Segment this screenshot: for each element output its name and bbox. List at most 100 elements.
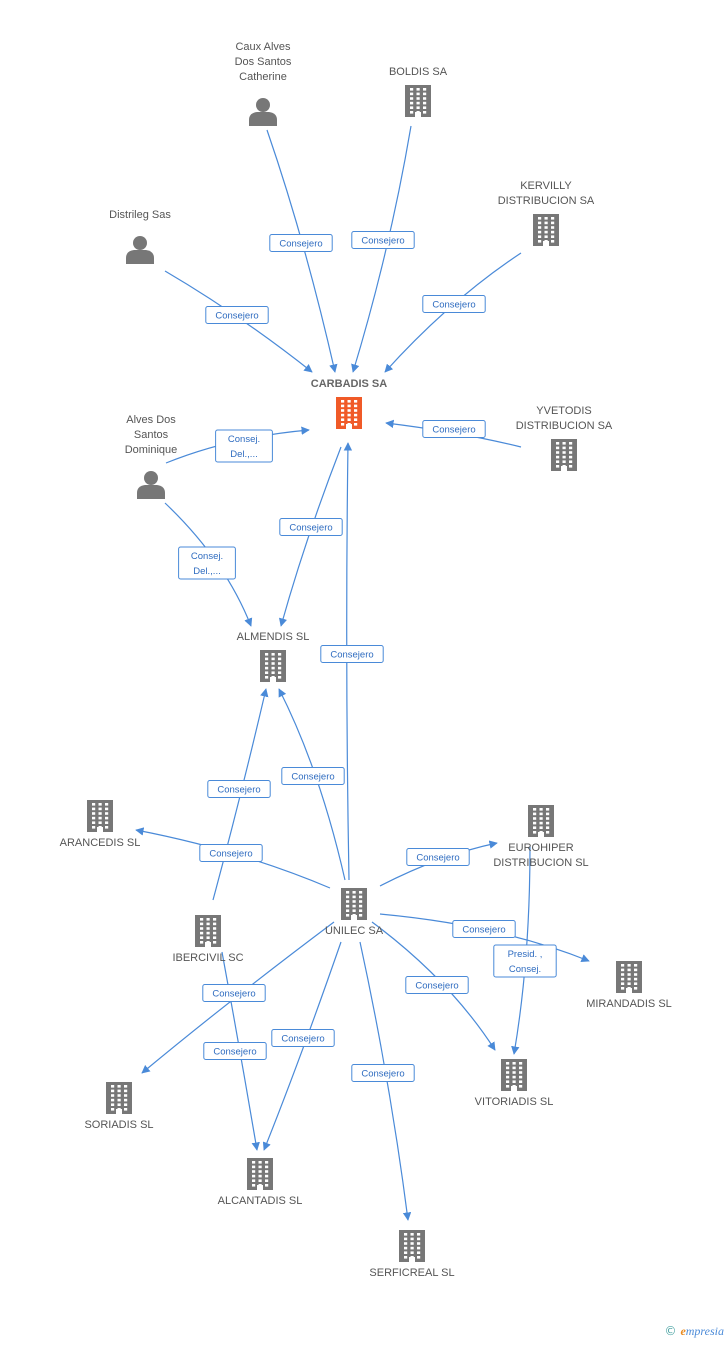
edge-label-box [203,1042,267,1060]
edge-label[interactable]: Consejero [405,976,469,994]
edge-label-box [493,944,557,978]
person-icon [137,471,165,499]
edge-label[interactable]: Consejero [422,420,486,438]
building-icon [247,1158,273,1190]
node-arancedis[interactable]: ARANCEDIS SL [60,800,141,849]
edge-label-text: Del.,... [193,566,220,577]
node-label: Santos [134,429,169,441]
node-soriadis[interactable]: SORIADIS SL [84,1082,154,1131]
node-label: DISTRIBUCION SL [493,857,588,869]
edge-label-box [269,234,333,252]
node-label: IBERCIVIL SC [172,952,243,964]
node-boldis[interactable]: BOLDIS SA [389,66,448,117]
edge-label-text: Consejero [291,772,334,783]
node-label: ALCANTADIS SL [218,1195,303,1207]
node-label: Alves Dos [126,414,176,426]
edge-label-text: Consejero [213,1047,256,1058]
node-label: Caux Alves [235,41,291,53]
edge-label-text: Consej. [191,551,223,562]
footer-brand[interactable]: ©empresia [664,1324,724,1339]
node-label: MIRANDADIS SL [586,998,672,1010]
edge-label[interactable]: Consejero [422,295,486,313]
edge-label[interactable]: Consejero [205,306,269,324]
edge-label-box [320,645,384,663]
brand-name: mpresia [685,1324,724,1338]
node-serficreal[interactable]: SERFICREAL SL [369,1230,455,1279]
edge-label-box [279,518,343,536]
building-icon [87,800,113,832]
edge-label-text: Consej. [509,964,541,975]
edge-label-box [207,780,271,798]
edge-label-box [205,306,269,324]
building-icon [260,650,286,682]
node-distrileg[interactable]: Distrileg Sas [109,209,171,264]
edge-label[interactable]: Consejero [320,645,384,663]
edge-label-box [199,844,263,862]
person-icon [249,98,277,126]
edge-label-text: Consejero [279,239,322,250]
edge-label[interactable]: Consejero [351,1064,415,1082]
main-building-icon [336,397,362,429]
edge-label-text: Consejero [212,989,255,1000]
node-almendis[interactable]: ALMENDIS SL [237,631,310,682]
edge-label-text: Del.,... [230,449,257,460]
node-vitoriadis[interactable]: VITORIADIS SL [475,1059,554,1108]
edge-label-text: Consejero [289,523,332,534]
edge-label-text: Consejero [361,1069,404,1080]
edge-label-box [406,848,470,866]
node-unilec[interactable]: UNILEC SA [325,888,384,937]
edge-label[interactable]: Consejero [203,1042,267,1060]
edge-label-text: Consejero [462,925,505,936]
edge-label-box [422,295,486,313]
edge-carbadis-almendis [278,446,342,627]
node-label: SERFICREAL SL [369,1267,454,1279]
building-icon [399,1230,425,1262]
edge-label[interactable]: Consejero [351,231,415,249]
node-label: KERVILLY [520,180,572,192]
edge-label-box [215,429,273,463]
edge-label-box [405,976,469,994]
edge-unilec-alcantadis [262,941,342,1151]
edge-label[interactable]: Consejero [202,984,266,1002]
edge-boldis-carbadis [351,125,412,373]
edge-label-box [271,1029,335,1047]
node-label: BOLDIS SA [389,66,448,78]
node-alcantadis[interactable]: ALCANTADIS SL [218,1158,303,1207]
edge-label[interactable]: Consej.Del.,... [215,429,273,463]
building-icon [551,439,577,471]
edge-label[interactable]: Consejero [207,780,271,798]
node-mirandadis[interactable]: MIRANDADIS SL [586,961,672,1010]
node-label: CARBADIS SA [311,378,387,390]
node-label: YVETODIS [536,405,591,417]
node-label: Catherine [239,71,287,83]
edge-label-text: Consejero [215,311,258,322]
building-icon [341,888,367,920]
node-label: Distrileg Sas [109,209,171,221]
edge-label[interactable]: Consejero [406,848,470,866]
edge-label[interactable]: Consejero [199,844,263,862]
edge-label[interactable]: Consejero [269,234,333,252]
edge-label[interactable]: Consejero [279,518,343,536]
edge-label-box [351,231,415,249]
edge-label[interactable]: Consejero [271,1029,335,1047]
edge-label[interactable]: Consej. Del.,... [178,546,236,580]
edge-label-box [281,767,345,785]
node-eurohiper[interactable]: EUROHIPER DISTRIBUCION SL [493,805,589,869]
edge-label-text: Consejero [281,1034,324,1045]
building-icon [106,1082,132,1114]
node-carbadis[interactable]: CARBADIS SA [311,378,387,429]
edge-label[interactable]: Consejero [452,920,516,938]
node-ibercivil[interactable]: IBERCIVIL SC [172,915,244,964]
edge-label-text: Consejero [209,849,252,860]
edge-label[interactable]: Consejero [281,767,345,785]
node-label: EUROHIPER [508,842,573,854]
building-icon [195,915,221,947]
edge-label[interactable]: Presid. ,Consej. [493,944,557,978]
edge-label-text: Consejero [415,981,458,992]
edge-label-box [202,984,266,1002]
